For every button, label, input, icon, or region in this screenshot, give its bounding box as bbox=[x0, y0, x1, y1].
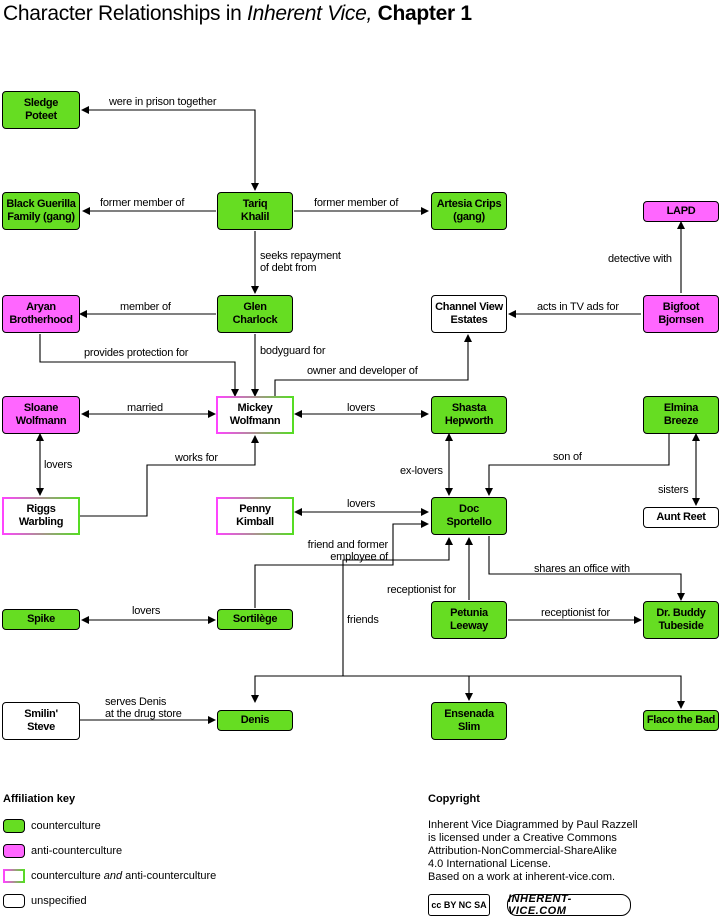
key-label-counterculture: counterculture bbox=[31, 820, 101, 832]
label-lovers-sloane-riggs: lovers bbox=[44, 459, 73, 471]
node-lapd: LAPD bbox=[643, 201, 719, 222]
key-row-counterculture: counterculture bbox=[3, 818, 101, 834]
node-aryan-brotherhood: Aryan Brotherhood bbox=[2, 295, 80, 333]
label-ex-lovers: ex-lovers bbox=[400, 465, 443, 477]
node-doc-sportello: Doc Sportello bbox=[431, 497, 507, 535]
label-sisters: sisters bbox=[658, 484, 689, 496]
key-label-anti-counterculture: anti-counterculture bbox=[31, 845, 123, 857]
edge-riggs-mickey bbox=[80, 435, 259, 517]
node-sloane-wolfmann: Sloane Wolfmann bbox=[2, 396, 80, 434]
key-label-both: counterculture and anti-counterculture bbox=[31, 870, 217, 882]
label-provides-protection: provides protection for bbox=[84, 347, 189, 359]
key-label-unspecified: unspecified bbox=[31, 895, 87, 907]
label-receptionist-buddy: receptionist for bbox=[541, 607, 610, 619]
label-works-for: works for bbox=[175, 452, 218, 464]
edge-mickey-channel bbox=[274, 334, 472, 396]
label-married: married bbox=[127, 402, 163, 414]
node-flaco-the-bad: Flaco the Bad bbox=[643, 710, 719, 731]
node-petunia-leeway: Petunia Leeway bbox=[431, 601, 507, 639]
swatch-unspecified bbox=[3, 894, 25, 908]
copyright-title: Copyright bbox=[428, 793, 480, 805]
node-tariq-khalil: Tariq Khalil bbox=[217, 192, 293, 230]
node-sledge-poteet: Sledge Poteet bbox=[2, 91, 80, 129]
node-spike: Spike bbox=[2, 609, 80, 630]
label-detective-with: detective with bbox=[608, 253, 672, 265]
label-owner-developer: owner and developer of bbox=[307, 365, 418, 377]
label-member-of: member of bbox=[120, 301, 171, 313]
label-lovers-spike-sortilege: lovers bbox=[132, 605, 161, 617]
label-serves-denis: serves Denis at the drug store bbox=[105, 696, 182, 720]
node-glen-charlock: Glen Charlock bbox=[217, 295, 293, 333]
key-row-anti-counterculture: anti-counterculture bbox=[3, 843, 122, 859]
node-ensenada-slim: Ensenada Slim bbox=[431, 702, 507, 740]
node-penny-kimball: Penny Kimball bbox=[216, 497, 294, 535]
node-channel-view-estates: Channel View Estates bbox=[431, 295, 507, 333]
label-son-of: son of bbox=[553, 451, 582, 463]
label-acts-in-tv-ads: acts in TV ads for bbox=[537, 301, 619, 313]
node-bigfoot-bjornsen: Bigfoot Bjornsen bbox=[643, 295, 719, 333]
edge-friends-ensenada bbox=[343, 675, 473, 701]
key-title: Affiliation key bbox=[3, 793, 76, 805]
node-mickey-wolfmann: Mickey Wolfmann bbox=[216, 396, 294, 434]
label-bodyguard-for: bodyguard for bbox=[260, 345, 326, 357]
swatch-counterculture bbox=[3, 819, 25, 833]
label-receptionist-doc: receptionist for bbox=[387, 584, 456, 596]
key-row-both: counterculture and anti-counterculture bbox=[3, 868, 216, 884]
edge-friends bbox=[251, 537, 453, 703]
site-logo-link[interactable]: INHERENT-VICE.COM bbox=[507, 893, 631, 917]
swatch-both bbox=[3, 869, 25, 883]
page-title: Character Relationships in Inherent Vice… bbox=[3, 2, 472, 25]
label-former-member-bgf: former member of bbox=[100, 197, 185, 209]
label-prison: were in prison together bbox=[109, 96, 217, 108]
label-lovers-penny-doc: lovers bbox=[347, 498, 376, 510]
label-lovers-mickey-shasta: lovers bbox=[347, 402, 376, 414]
label-seeks-repayment: seeks repayment of debt from bbox=[260, 250, 341, 274]
edge-doc-buddy bbox=[488, 536, 685, 601]
edge-prison bbox=[81, 106, 259, 191]
label-former-member-artesia: former member of bbox=[314, 197, 399, 209]
node-dr-buddy-tubeside: Dr. Buddy Tubeside bbox=[643, 601, 719, 639]
label-friends: friends bbox=[347, 614, 379, 626]
node-riggs-warbling: Riggs Warbling bbox=[2, 497, 80, 535]
node-denis: Denis bbox=[217, 710, 293, 731]
edge-friends-flaco bbox=[469, 675, 685, 709]
edge-elmina-doc bbox=[485, 434, 670, 496]
node-black-guerilla-family: Black Guerilla Family (gang) bbox=[2, 192, 80, 230]
node-sortilege: Sortilège bbox=[217, 609, 293, 630]
label-friend-employee: friend and former employee of bbox=[307, 539, 389, 563]
edge-aryan-mickey bbox=[39, 334, 239, 397]
cc-license-badge[interactable]: cc BY NC SA bbox=[428, 894, 490, 916]
node-artesia-crips: Artesia Crips (gang) bbox=[431, 192, 507, 230]
node-aunt-reet: Aunt Reet bbox=[643, 507, 719, 528]
label-shares-office: shares an office with bbox=[534, 563, 630, 575]
node-shasta-hepworth: Shasta Hepworth bbox=[431, 396, 507, 434]
swatch-anti-counterculture bbox=[3, 844, 25, 858]
node-smilin-steve: Smilin' Steve bbox=[2, 702, 80, 740]
node-elmina-breeze: Elmina Breeze bbox=[643, 396, 719, 434]
copyright-text: Inherent Vice Diagrammed by Paul Razzell… bbox=[428, 819, 638, 883]
key-row-unspecified: unspecified bbox=[3, 893, 87, 909]
